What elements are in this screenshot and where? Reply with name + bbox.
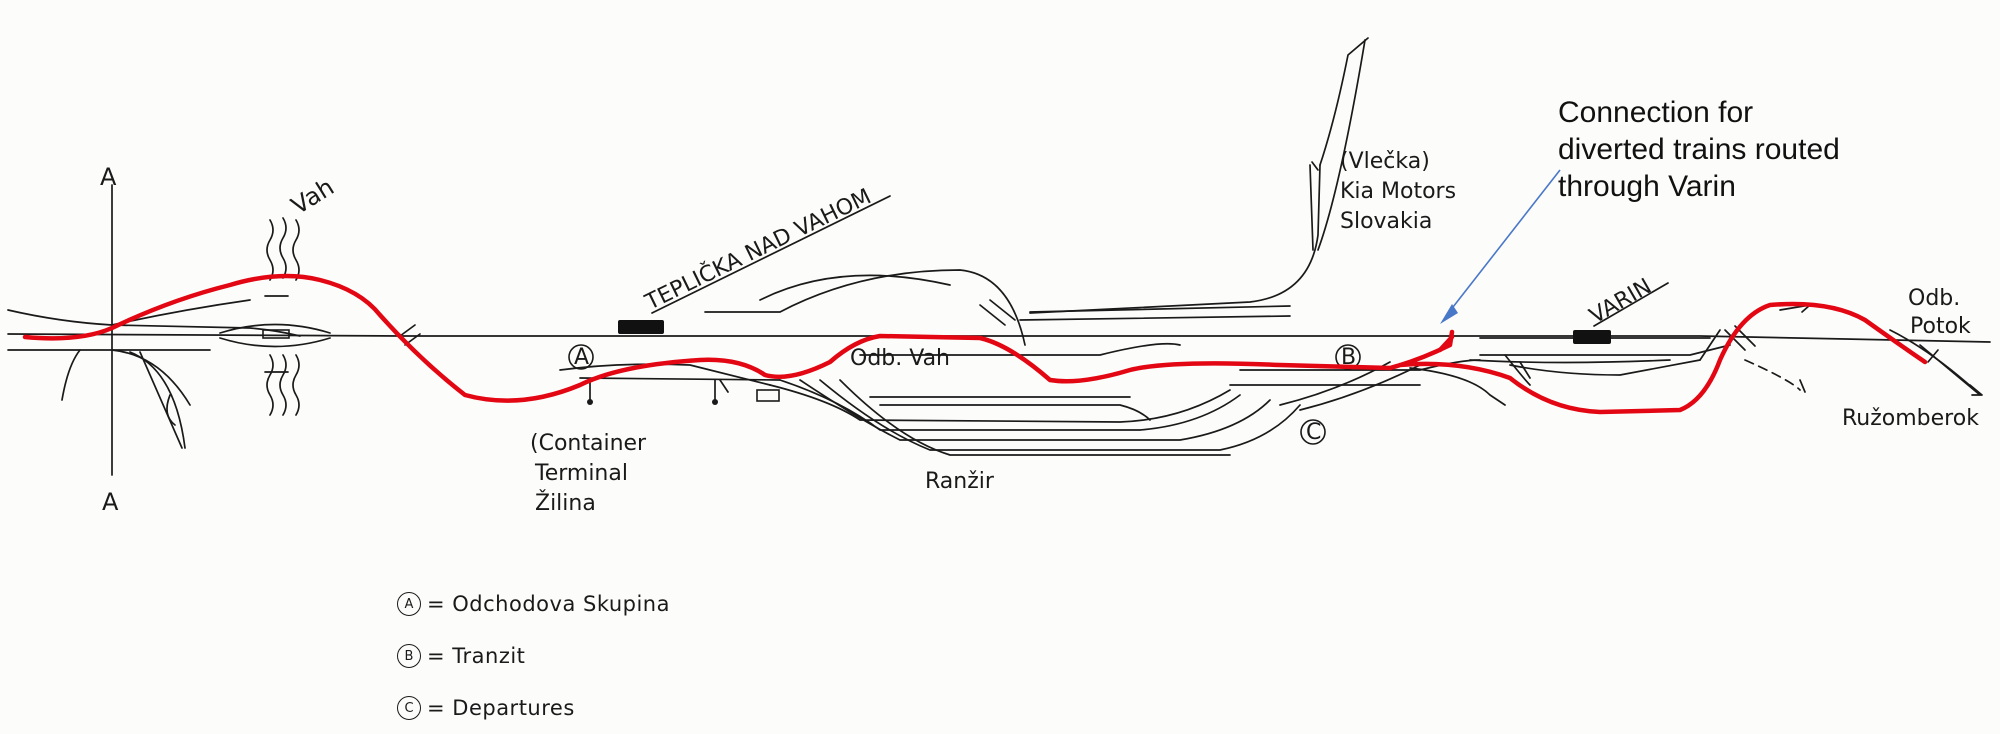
river-vah — [219, 217, 331, 416]
ranzir-yard — [769, 359, 1481, 456]
legend-symbol-c: C — [397, 696, 421, 720]
callout-arrow — [1440, 169, 1561, 324]
legend-symbol-a: A — [397, 592, 421, 616]
legend: A = Odchodova Skupina B = Tranzit C = De… — [397, 578, 670, 734]
label-container-2: Terminal — [534, 461, 628, 486]
section-label-bottom: A — [102, 488, 119, 516]
station-building-teplicka — [618, 320, 664, 334]
station-label-teplicka: TEPLIČKA NAD VAHOM — [640, 183, 875, 315]
varin-underline — [1593, 282, 1669, 327]
label-container-3: Žilina — [535, 490, 596, 516]
svg-text:A: A — [574, 345, 589, 370]
marker-a: A — [568, 344, 594, 370]
legend-item-c: C = Departures — [397, 682, 670, 734]
teplicka-tracks — [399, 269, 1991, 405]
station-label-varin: VARIN — [1586, 274, 1656, 329]
label-vlecka-2: Kia Motors — [1340, 179, 1456, 204]
kia-siding — [1029, 37, 1369, 314]
marker-c: C — [1300, 419, 1326, 445]
teplicka-underline — [651, 195, 891, 314]
station-building-varin — [1573, 330, 1611, 344]
label-vlecka-3: Slovakia — [1340, 209, 1432, 234]
label-odb-potok-2: Potok — [1910, 314, 1971, 339]
label-ruzomberok: Ružomberok — [1842, 406, 1979, 431]
legend-symbol-b: B — [397, 644, 421, 668]
varin-tracks — [1409, 325, 1976, 406]
label-vlecka-1: (Vlečka) — [1340, 149, 1430, 174]
track-diagram: A A Vah — [7, 37, 1991, 516]
legend-text-c: = Departures — [427, 696, 575, 720]
label-odb-vah: Odb. Vah — [850, 346, 950, 371]
river-label: Vah — [286, 173, 339, 220]
label-container-1: (Container — [530, 431, 647, 456]
label-odb-potok-1: Odb. — [1908, 286, 1960, 311]
legend-item-b: B = Tranzit — [397, 630, 670, 682]
callout-line-2: diverted trains routed — [1558, 133, 1840, 166]
callout-line-3: through Varin — [1558, 170, 1736, 203]
svg-text:C: C — [1306, 420, 1321, 445]
callout-line-1: Connection for — [1558, 96, 1754, 129]
label-ranzir: Ranžir — [925, 469, 995, 494]
section-label-top: A — [100, 163, 117, 191]
diverted-route-connection — [1437, 334, 1455, 353]
svg-text:B: B — [1341, 345, 1356, 370]
legend-item-a: A = Odchodova Skupina — [397, 578, 670, 630]
callout-text: Connection for diverted trains routed th… — [1558, 94, 1978, 205]
diverted-route — [22, 273, 1928, 415]
legend-text-a: = Odchodova Skupina — [427, 592, 670, 616]
left-tracks — [7, 299, 401, 449]
legend-text-b: = Tranzit — [427, 644, 526, 668]
